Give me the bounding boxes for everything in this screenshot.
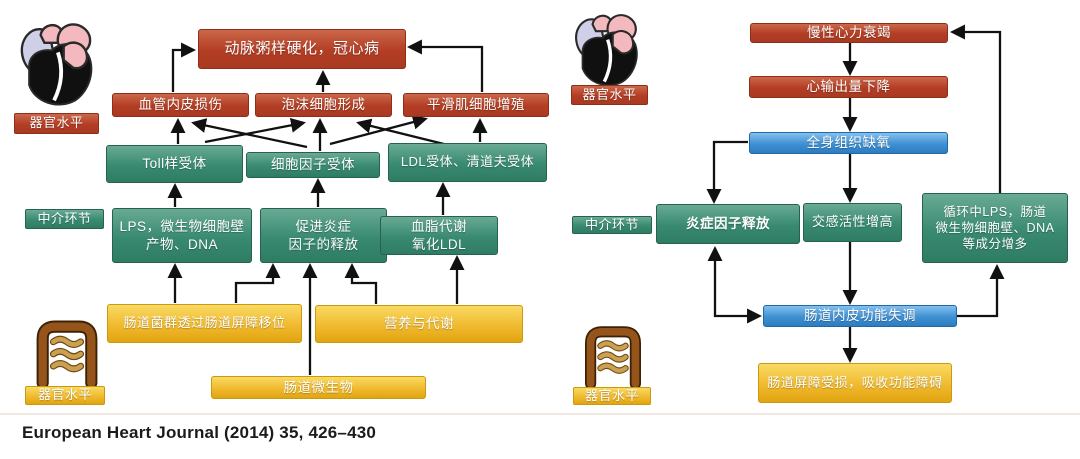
left-mediator-label: 中介环节: [25, 209, 104, 229]
right-circulating-lps-box: 循环中LPS，肠道 微生物细胞壁、DNA 等成分增多: [922, 193, 1068, 263]
left-smooth-muscle-box: 平滑肌细胞增殖: [403, 93, 549, 117]
right-cardiac-output-box: 心输出量下降: [749, 76, 948, 98]
right-chf-box: 慢性心力衰竭: [750, 23, 948, 43]
left-lps-box: LPS，微生物细胞壁 产物、DNA: [112, 208, 252, 263]
right-barrier-damage-box: 肠道屏障受损，吸收功能障碍: [758, 363, 952, 403]
left-outcome-box: 动脉粥样硬化，冠心病: [198, 29, 406, 69]
left-foam-cell-box: 泡沫细胞形成: [255, 93, 392, 117]
right-organ-level-top-label: 器官水平: [571, 85, 648, 105]
left-organ-level-top-label: 器官水平: [14, 113, 99, 134]
left-toll-receptor-box: Toll样受体: [106, 145, 243, 183]
left-nutrition-box: 营养与代谢: [315, 305, 523, 343]
right-organ-level-bottom-label: 器官水平: [573, 387, 651, 405]
right-endothelial-dysfunction-box: 肠道内皮功能失调: [763, 305, 957, 327]
separator-line: [0, 413, 1080, 415]
citation-text: European Heart Journal (2014) 35, 426–43…: [22, 423, 377, 442]
left-translocation-box: 肠道菌群透过肠道屏障移位: [107, 304, 302, 343]
left-endothelial-injury-box: 血管内皮损伤: [112, 93, 249, 117]
heart-icon: [575, 14, 638, 87]
intestine-icon: [36, 320, 98, 389]
right-inflammatory-factors-box: 炎症因子释放: [656, 204, 800, 244]
right-sympathetic-box: 交感活性增高: [803, 203, 902, 242]
intestine-icon: [585, 326, 641, 390]
left-lipid-box: 血脂代谢 氧化LDL: [380, 216, 498, 255]
heart-icon: [20, 23, 93, 106]
left-ldl-receptor-box: LDL受体、清道夫受体: [388, 143, 547, 182]
right-mediator-label: 中介环节: [572, 216, 652, 234]
left-inflammation-release-box: 促进炎症 因子的释放: [260, 208, 387, 263]
left-organ-level-bottom-label: 器官水平: [25, 386, 105, 405]
right-hypoxia-box: 全身组织缺氧: [749, 132, 948, 154]
left-cytokine-receptor-box: 细胞因子受体: [246, 152, 380, 178]
left-microbiota-box: 肠道微生物: [211, 376, 426, 399]
